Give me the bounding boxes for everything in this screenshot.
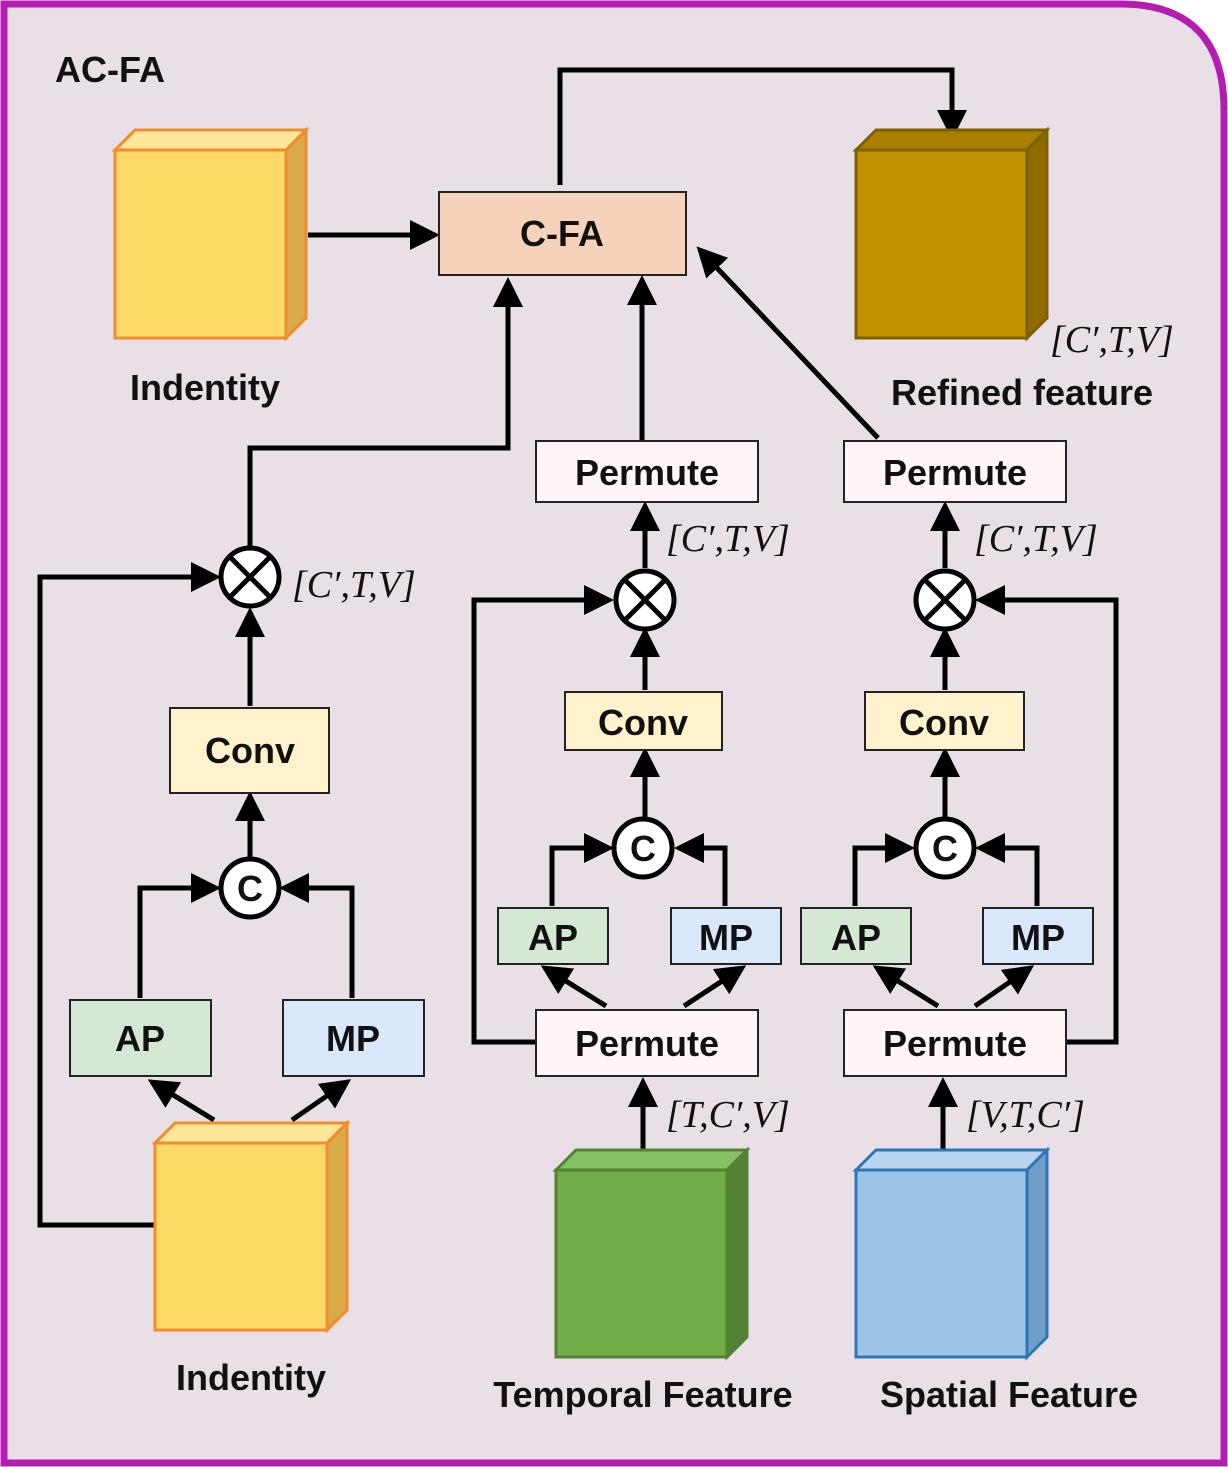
- right-shape-top-label: [C′,T,V]: [974, 518, 1098, 560]
- left-conv-box: [169, 707, 330, 794]
- left-mp-label: MP: [326, 1018, 380, 1059]
- right-concat-icon: [913, 816, 977, 880]
- middle-permute-bottom-label: Permute: [575, 1023, 719, 1064]
- right-concat-label: C: [932, 828, 958, 869]
- middle-conv-box: [564, 691, 723, 751]
- right-mp-box: [982, 907, 1094, 965]
- middle-conv-label: Conv: [598, 702, 688, 743]
- refined-shape-label: [C′,T,V]: [1050, 319, 1174, 361]
- spatial-feature-cube: [852, 1146, 1051, 1361]
- cfa-box: [438, 191, 687, 276]
- identity-top-label: Indentity: [130, 367, 280, 408]
- cfa-label: C-FA: [520, 213, 604, 254]
- identity-bottom-label: Indentity: [176, 1357, 326, 1398]
- spatial-feature-label: Spatial Feature: [880, 1374, 1138, 1415]
- middle-shape-top-label: [C′,T,V]: [666, 518, 790, 560]
- refined-feature-cube: [852, 126, 1051, 342]
- right-conv-label: Conv: [899, 702, 989, 743]
- refined-feature-label: Refined feature: [891, 372, 1153, 413]
- left-concat-label: C: [237, 868, 263, 909]
- connections: [37, 67, 1119, 1228]
- right-ap-label: AP: [831, 917, 881, 958]
- middle-permute-top-label: Permute: [575, 452, 719, 493]
- right-shape-bottom-label: [V,T,C′]: [966, 1094, 1085, 1136]
- right-permute-top-box: [843, 440, 1067, 503]
- left-ap-box: [69, 999, 212, 1077]
- left-concat-icon: [218, 856, 282, 920]
- right-permute-top-label: Permute: [883, 452, 1027, 493]
- right-mp-label: MP: [1011, 917, 1065, 958]
- middle-ap-label: AP: [528, 917, 578, 958]
- middle-ap-box: [497, 907, 609, 965]
- middle-permute-top-box: [535, 440, 759, 503]
- right-permute-bottom-box: [843, 1009, 1067, 1077]
- diagram-title: AC-FA: [55, 49, 165, 90]
- right-ap-box: [800, 907, 912, 965]
- middle-concat-icon: [611, 816, 675, 880]
- middle-concat-label: C: [630, 828, 656, 869]
- identity-bottom-cube: [151, 1119, 351, 1334]
- right-conv-box: [864, 691, 1025, 751]
- left-mp-box: [282, 999, 425, 1077]
- left-conv-label: Conv: [205, 730, 295, 771]
- middle-mp-label: MP: [699, 917, 753, 958]
- temporal-feature-label: Temporal Feature: [493, 1374, 792, 1415]
- right-permute-bottom-label: Permute: [883, 1023, 1027, 1064]
- identity-top-cube: [111, 126, 310, 342]
- left-ap-label: AP: [115, 1018, 165, 1059]
- left-shape-label: [C′,T,V]: [292, 564, 416, 606]
- temporal-feature-cube: [552, 1146, 751, 1361]
- middle-mp-box: [670, 907, 782, 965]
- middle-permute-bottom-box: [535, 1009, 759, 1077]
- middle-shape-bottom-label: [T,C′,V]: [666, 1094, 790, 1136]
